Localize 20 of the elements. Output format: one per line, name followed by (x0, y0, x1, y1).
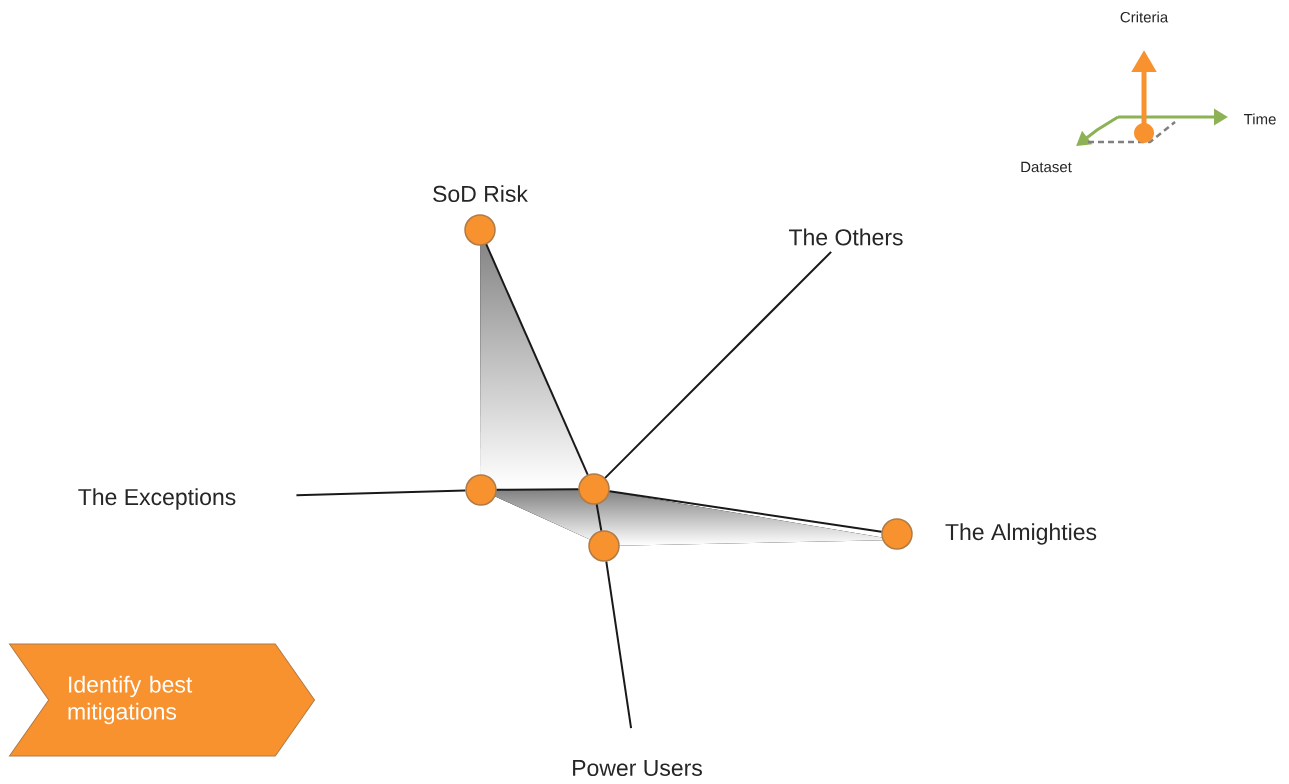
point-marker (578, 473, 610, 505)
axis-line (485, 243, 589, 476)
axis-label: The Exceptions (78, 488, 236, 510)
point-marker (881, 518, 913, 550)
point-marker (588, 530, 620, 562)
point-marker (464, 214, 496, 246)
axis-line (495, 488, 580, 491)
axis-label: Dataset (1021, 161, 1072, 173)
axis-line (608, 490, 883, 533)
axis-line (605, 560, 633, 730)
axis-line (295, 489, 467, 497)
axis-label: Power Users (573, 760, 702, 777)
axis-label: SoD Risk (433, 185, 528, 203)
axis-label: The Others (789, 228, 903, 246)
axis-label: Time (1243, 113, 1276, 125)
axis-label: The Almighties (945, 523, 1097, 545)
axis-line (595, 503, 603, 532)
point-marker (465, 474, 497, 506)
axis-label: Criteria (1120, 11, 1169, 23)
axis-line (604, 250, 833, 479)
